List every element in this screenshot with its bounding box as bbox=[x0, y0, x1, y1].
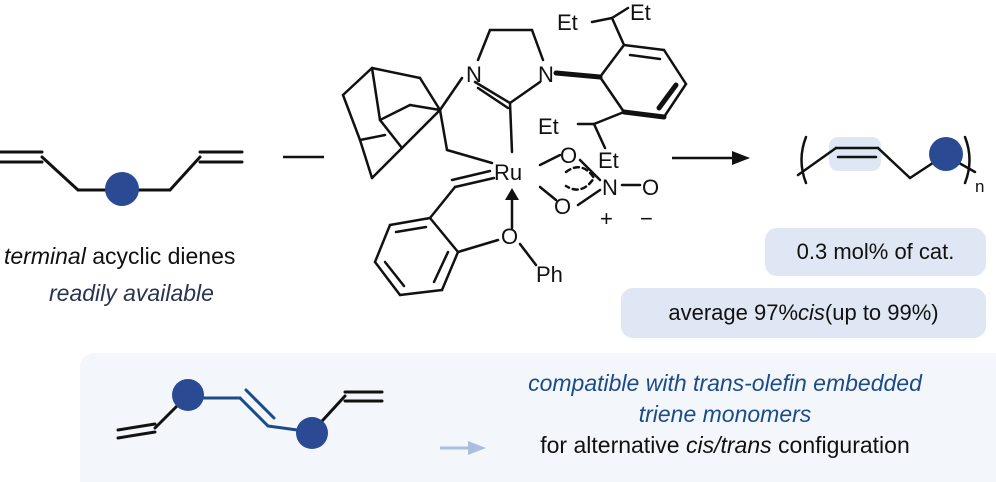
polymer-structure bbox=[796, 135, 977, 185]
charge-plus: + bbox=[600, 206, 613, 231]
monomer-dot bbox=[105, 172, 139, 206]
diene-structure bbox=[0, 150, 244, 192]
triene-panel bbox=[80, 353, 996, 482]
atom-n1: N bbox=[466, 62, 482, 87]
atom-ru: Ru bbox=[494, 160, 522, 185]
atom-n2: N bbox=[538, 62, 554, 87]
note-line-3: for alternative cis/trans configuration bbox=[540, 432, 910, 458]
note-line-2: triene monomers bbox=[638, 401, 812, 427]
note-line-1: compatible with trans-olefin embedded bbox=[528, 370, 922, 396]
ethyl-label-1: Et bbox=[557, 10, 578, 35]
polymer-monomer-dot bbox=[929, 137, 963, 171]
atom-o2: O bbox=[554, 194, 571, 219]
ethyl-label-4: Et bbox=[598, 148, 619, 173]
phenyl-label: Ph bbox=[536, 262, 563, 287]
reaction-arrow bbox=[672, 151, 750, 165]
ethyl-label-3: Et bbox=[538, 114, 559, 139]
charge-minus: − bbox=[640, 206, 653, 231]
cis-olefin-highlight bbox=[829, 137, 881, 171]
catalyst-structure bbox=[341, 6, 688, 297]
selectivity-badge: average 97% cis (up to 99%) bbox=[621, 288, 986, 338]
triene-dot-2 bbox=[296, 417, 328, 449]
atom-o4: O bbox=[501, 224, 518, 249]
reactant-sublabel: readily available bbox=[49, 280, 214, 306]
catalyst-atom-labels: N N Ru O O N O O Ph Et Et Et Et + − bbox=[466, 0, 659, 287]
triene-dot-1 bbox=[172, 379, 204, 411]
atom-o1: O bbox=[560, 143, 577, 168]
coordination-arrowhead bbox=[505, 188, 519, 200]
atom-o3: O bbox=[642, 175, 659, 200]
repeat-unit-n: n bbox=[975, 177, 984, 196]
reactant-label: terminal acyclic dienes bbox=[4, 243, 236, 269]
catalyst-loading-badge: 0.3 mol% of cat. bbox=[765, 228, 986, 276]
light-arrow bbox=[468, 441, 486, 455]
ethyl-label-2: Et bbox=[630, 0, 651, 25]
atom-n3: N bbox=[602, 175, 618, 200]
